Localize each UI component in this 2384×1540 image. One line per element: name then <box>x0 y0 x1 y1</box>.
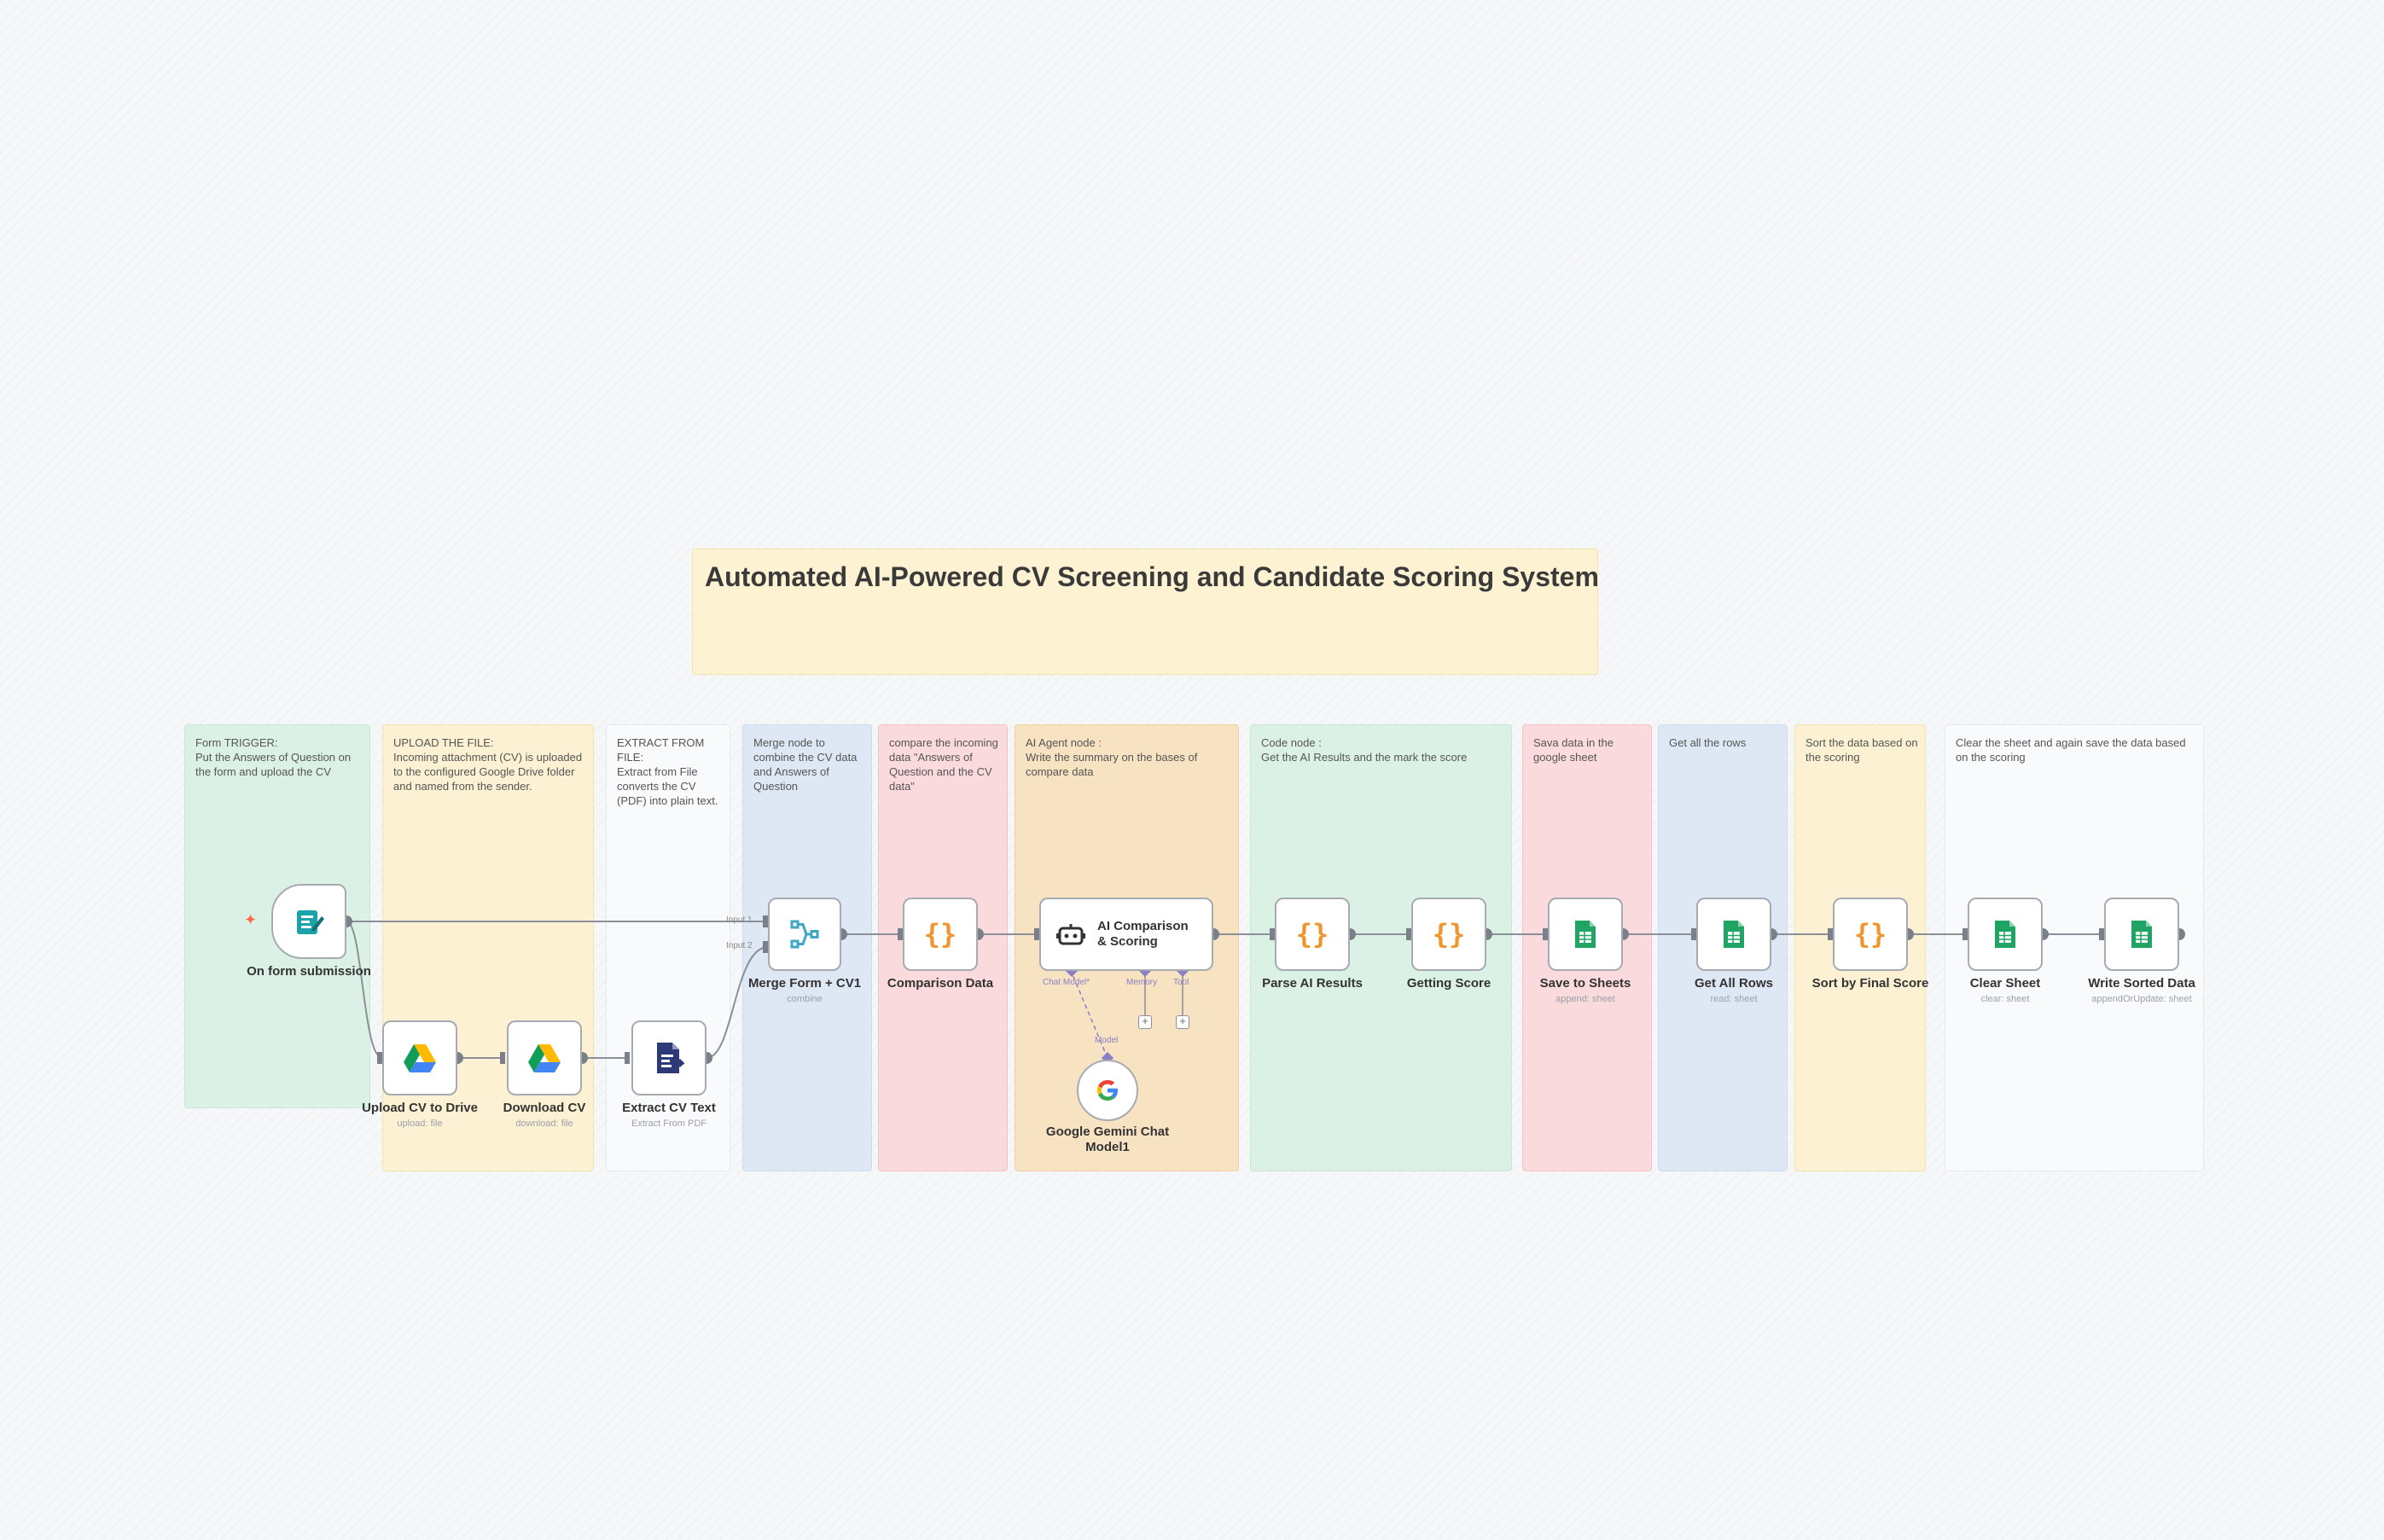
input-port <box>377 1052 382 1064</box>
trigger-bolt-icon: ✦ <box>244 911 258 928</box>
node-getting-score[interactable]: {} <box>1411 898 1486 971</box>
node-subtitle: read: sheet <box>1710 994 1758 1004</box>
node-label: Merge Form + CV1 <box>747 976 862 991</box>
node-ai-comparison-scoring[interactable]: AI Comparison & Scoring <box>1039 898 1213 971</box>
node-label: Comparison Data <box>887 976 994 991</box>
node-sort-by-final-score[interactable]: {} <box>1833 898 1908 971</box>
node-subtitle: appendOrUpdate: sheet <box>2091 994 2192 1004</box>
input-port <box>2099 928 2104 940</box>
google-sheets-icon <box>1724 921 1744 948</box>
memory-port-label: Memory <box>1126 978 1158 987</box>
robot-icon <box>1056 924 1085 945</box>
node-subtitle: download: file <box>515 1119 573 1129</box>
extract-file-icon <box>657 1043 684 1073</box>
input-port <box>500 1052 505 1064</box>
input-port <box>898 928 903 940</box>
code-braces-icon: {} <box>1853 918 1887 950</box>
note-text: Merge node to combine the CV data and An… <box>753 736 861 793</box>
google-drive-icon <box>404 1044 436 1072</box>
node-label: Extract CV Text <box>622 1101 716 1115</box>
note-text: Sort the data based on the scoring <box>1805 736 1922 764</box>
input-1-label: Input 1 <box>726 915 753 925</box>
tool-port-label: Tool <box>1173 978 1189 987</box>
google-sheets-icon <box>1995 921 2015 948</box>
node-clear-sheet[interactable] <box>1968 898 2043 971</box>
input-port <box>1406 928 1411 940</box>
node-label: Upload CV to Drive <box>362 1101 478 1115</box>
google-drive-icon <box>528 1044 561 1072</box>
edge-form-to-upload <box>346 921 383 1059</box>
title-sticky-note[interactable]: Automated AI-Powered CV Screening and Ca… <box>692 549 1599 675</box>
input-port <box>1034 928 1039 940</box>
node-label: Parse AI Results <box>1262 976 1363 991</box>
node-label: Get All Rows <box>1695 976 1773 991</box>
sticky-note-upload[interactable]: UPLOAD THE FILE: Incoming attachment (CV… <box>382 724 594 1171</box>
note-text: Sava data in the google sheet <box>1533 736 1617 764</box>
code-braces-icon: {} <box>923 918 957 950</box>
note-text: compare the incoming data "Answers of Qu… <box>889 736 1002 793</box>
input-port <box>1828 928 1833 940</box>
merge-icon <box>790 920 819 949</box>
note-text: EXTRACT FROM FILE: Extract from File con… <box>617 736 718 807</box>
google-sheets-icon <box>2131 921 2152 948</box>
node-download-cv[interactable] <box>507 1020 582 1095</box>
note-text: Code node : Get the AI Results and the m… <box>1261 736 1468 764</box>
form-icon <box>297 910 324 934</box>
node-label: Getting Score <box>1406 976 1491 991</box>
input-port <box>763 915 768 927</box>
add-memory-button[interactable]: + <box>1138 1015 1152 1029</box>
node-subtitle: combine <box>787 994 823 1004</box>
sticky-note-extract[interactable]: EXTRACT FROM FILE: Extract from File con… <box>606 724 730 1171</box>
node-save-to-sheets[interactable] <box>1548 898 1623 971</box>
edge-gemini-to-agent <box>1071 972 1108 1059</box>
node-get-all-rows[interactable] <box>1696 898 1771 971</box>
input-port <box>1270 928 1275 940</box>
google-sheets-icon <box>1575 921 1596 948</box>
google-icon <box>1097 1080 1118 1101</box>
node-google-gemini-chat-model[interactable] <box>1077 1060 1138 1121</box>
chat-model-port-label: Chat Model* <box>1043 978 1090 987</box>
node-label: Save to Sheets <box>1539 976 1631 991</box>
node-label: On form submission <box>247 964 371 979</box>
node-label: Sort by Final Score <box>1811 976 1929 991</box>
note-text: Clear the sheet and again save the data … <box>1956 736 2189 764</box>
node-label: Clear Sheet <box>1969 976 2041 991</box>
node-subtitle: Extract From PDF <box>631 1119 707 1129</box>
node-label: Google Gemini Chat Model1 <box>1045 1124 1170 1154</box>
note-text: Form TRIGGER: Put the Answers of Questio… <box>195 736 352 778</box>
node-label: AI Comparison & Scoring <box>1097 919 1192 949</box>
node-write-sorted-data[interactable] <box>2104 898 2179 971</box>
node-label: Write Sorted Data <box>2088 976 2195 991</box>
input-2-label: Input 2 <box>726 941 753 950</box>
input-port <box>1543 928 1548 940</box>
edge-extract-to-merge <box>706 946 769 1059</box>
input-port <box>763 941 768 953</box>
input-port <box>1691 928 1696 940</box>
code-braces-icon: {} <box>1295 918 1329 950</box>
code-braces-icon: {} <box>1432 918 1466 950</box>
node-label: Download CV <box>503 1101 586 1115</box>
node-on-form-submission[interactable] <box>271 884 346 959</box>
input-port <box>1962 928 1968 940</box>
node-parse-ai-results[interactable]: {} <box>1275 898 1350 971</box>
note-text: UPLOAD THE FILE: Incoming attachment (CV… <box>393 736 583 793</box>
node-subtitle: upload: file <box>397 1119 443 1129</box>
workflow-title: Automated AI-Powered CV Screening and Ca… <box>705 561 1599 592</box>
node-subtitle: append: sheet <box>1555 994 1615 1004</box>
add-tool-button[interactable]: + <box>1176 1015 1189 1029</box>
node-subtitle: clear: sheet <box>1980 994 2030 1004</box>
note-text: AI Agent node : Write the summary on the… <box>1026 736 1198 778</box>
node-comparison-data[interactable]: {} <box>903 898 978 971</box>
node-upload-cv-to-drive[interactable] <box>382 1020 457 1095</box>
node-merge-form-cv[interactable] <box>768 898 841 971</box>
input-port <box>625 1052 630 1064</box>
model-port-label: Model <box>1095 1036 1119 1045</box>
note-text: Get all the rows <box>1669 736 1747 749</box>
node-extract-cv-text[interactable] <box>631 1020 706 1095</box>
